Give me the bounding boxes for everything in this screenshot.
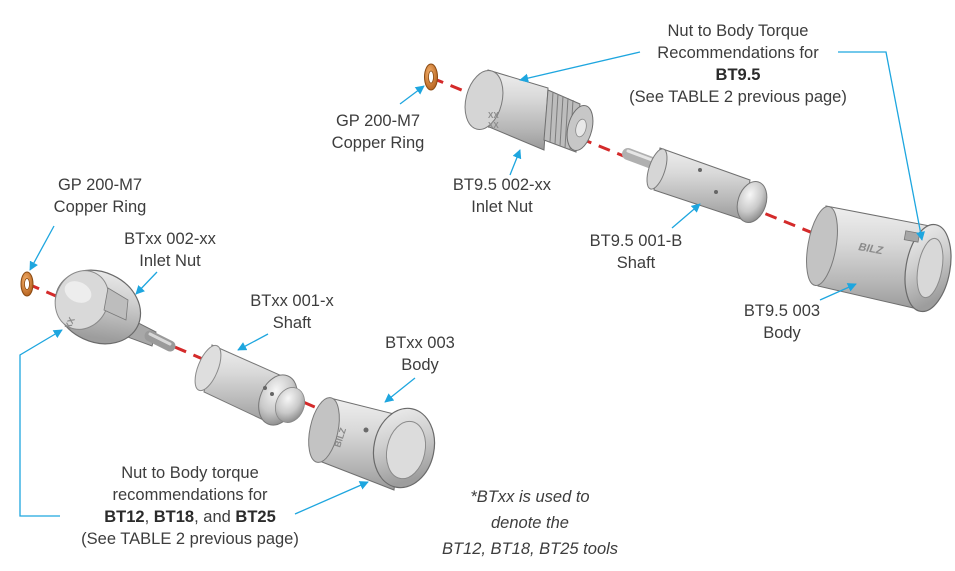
label-bt95-body-line1: BT9.5 003 [743, 302, 821, 320]
bt95-body-marking: BILZ [857, 241, 884, 257]
label-btxx-shaft: BTxx 001-x Shaft [222, 290, 362, 334]
btxx-copper-ring [20, 271, 34, 297]
label-torque-btxx-bt25: BT25 [235, 508, 276, 526]
arrow-bt95-inlet-nut [509, 149, 522, 176]
label-torque-btxx-sep2: , and [194, 508, 236, 526]
arrow-bt95-body [819, 283, 857, 301]
label-btxx-body-line1: BTxx 003 [385, 334, 455, 352]
bt95-nut-marking-1: XX [488, 111, 499, 120]
label-btxx-shaft-line1: BTxx 001-x [250, 292, 334, 310]
label-btxx-inlet-nut-line1: BTxx 002-xx [124, 230, 216, 248]
label-torque-btxx-models: BT12, BT18, and BT25 [52, 506, 328, 528]
bt95-copper-ring [424, 63, 438, 91]
leader-arrows [19, 51, 925, 517]
label-torque-bt95-line4: (See TABLE 2 previous page) [629, 88, 847, 106]
label-bt95-shaft-line1: BT9.5 001-B [589, 232, 683, 250]
footnote: *BTxx is used to denote the BT12, BT18, … [420, 484, 640, 562]
bt95-body: BILZ [806, 205, 952, 313]
btxx-nut-marking: XX [63, 316, 77, 331]
label-btxx-body-line2: Body [401, 356, 439, 374]
arrow-gp-ring-right [399, 85, 425, 105]
label-bt95-body: BT9.5 003 Body [712, 300, 852, 344]
bt95-inlet-nut: XX XX [464, 69, 594, 153]
label-torque-btxx-bt18: BT18 [153, 508, 195, 526]
footnote-line2: denote the [491, 514, 569, 532]
label-torque-btxx-line2: recommendations for [112, 486, 268, 504]
arrow-gp-ring-left [29, 225, 55, 271]
label-torque-btxx-line4: (See TABLE 2 previous page) [81, 530, 299, 548]
btxx-inlet-nut: XX [54, 269, 176, 352]
footnote-line3: BT12, BT18, BT25 tools [441, 540, 619, 558]
label-torque-bt95: Nut to Body Torque Recommendations for B… [600, 20, 876, 108]
label-gp-ring-left-line2: Copper Ring [53, 198, 147, 216]
label-torque-bt95-line1: Nut to Body Torque [667, 22, 809, 40]
bt95-shaft [622, 147, 768, 223]
label-gp-ring-right-line1: GP 200-M7 [335, 112, 421, 130]
label-torque-btxx-sep1: , [144, 508, 154, 526]
label-gp-ring-left-line1: GP 200-M7 [57, 176, 143, 194]
label-btxx-shaft-line2: Shaft [272, 314, 312, 332]
arrow-btxx-body [384, 377, 416, 403]
footnote-line1: *BTxx is used to [470, 488, 590, 506]
btxx-body: BILZ [308, 397, 436, 491]
btxx-shaft [194, 344, 306, 426]
label-bt95-inlet-nut-line1: BT9.5 002-xx [452, 176, 552, 194]
label-torque-btxx: Nut to Body torque recommendations for B… [52, 462, 328, 550]
bt95-nut-marking-2: XX [488, 121, 499, 130]
arrow-btxx-shaft [237, 333, 269, 351]
label-gp-ring-left: GP 200-M7 Copper Ring [30, 174, 170, 218]
label-torque-bt95-model: BT9.5 [715, 66, 761, 84]
label-torque-bt95-line2: Recommendations for [657, 44, 819, 62]
label-gp-ring-right: GP 200-M7 Copper Ring [308, 110, 448, 154]
arrow-torque-btxx-nut [19, 329, 63, 517]
label-btxx-inlet-nut: BTxx 002-xx Inlet Nut [100, 228, 240, 272]
arrow-torque-btxx-body [294, 481, 369, 515]
arrow-bt95-shaft [671, 203, 701, 229]
arrow-torque-bt95-nut [519, 51, 641, 83]
label-gp-ring-right-line2: Copper Ring [331, 134, 425, 152]
label-bt95-inlet-nut-line2: Inlet Nut [471, 198, 533, 216]
label-btxx-body: BTxx 003 Body [350, 332, 490, 376]
label-bt95-inlet-nut: BT9.5 002-xx Inlet Nut [432, 174, 572, 218]
label-torque-btxx-line1: Nut to Body torque [121, 464, 259, 482]
label-bt95-shaft: BT9.5 001-B Shaft [566, 230, 706, 274]
arrow-torque-bt95-body [838, 51, 925, 241]
label-bt95-body-line2: Body [763, 324, 801, 342]
label-torque-btxx-bt12: BT12 [104, 508, 145, 526]
arrow-btxx-inlet-nut [135, 271, 158, 295]
label-btxx-inlet-nut-line2: Inlet Nut [139, 252, 201, 270]
label-bt95-shaft-line2: Shaft [616, 254, 656, 272]
